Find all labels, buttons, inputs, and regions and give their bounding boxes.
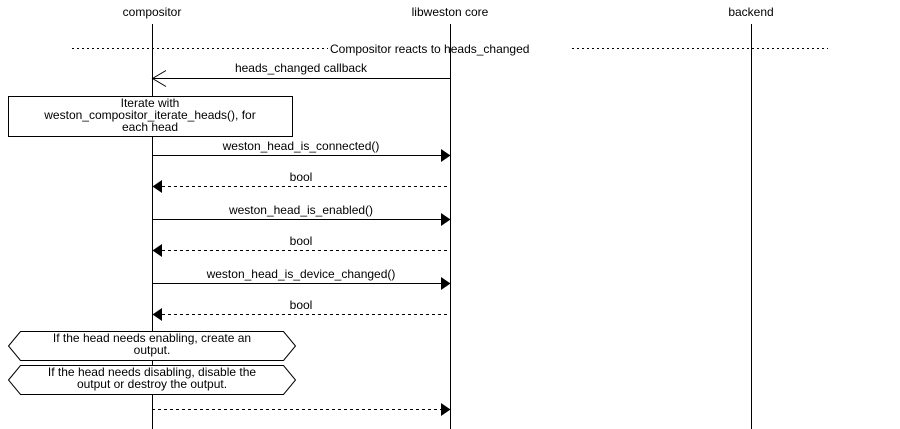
note-iterate-heads-line-1: Iterate with xyxy=(121,96,180,110)
arrowhead-icon-weston-head-is-connected xyxy=(441,149,451,162)
message-final-return xyxy=(152,403,451,416)
note-disable-head-line-1: If the head needs disabling, disable the xyxy=(48,365,256,379)
note-iterate-heads-line-3: each head xyxy=(122,120,178,134)
note-enable-head: If the head needs enabling, create an ou… xyxy=(7,331,297,361)
divider-label: Compositor reacts to heads_changed xyxy=(330,42,529,56)
arrowhead-icon-heads-changed-callback xyxy=(151,70,167,87)
note-disable-head-line-2: output or destroy the output. xyxy=(77,377,227,391)
message-weston-head-is-connected: weston_head_is_connected() xyxy=(152,139,451,162)
arrowhead-icon-bool-return-enabled xyxy=(152,244,162,257)
message-heads-changed-callback: heads_changed callback xyxy=(151,61,450,87)
divider-compositor-reacts: Compositor reacts to heads_changed xyxy=(72,42,828,56)
arrowhead-icon-final-return xyxy=(441,403,451,416)
arrowhead-icon-weston-head-is-enabled xyxy=(441,213,451,226)
note-enable-head-line-2: output. xyxy=(134,343,171,357)
message-bool-return-connected: bool xyxy=(152,170,450,193)
arrowhead-icon-weston-head-is-device-changed xyxy=(441,277,451,290)
message-label-bool-return-enabled: bool xyxy=(290,234,313,248)
lifeline-label-libweston-core: libweston core xyxy=(412,5,489,19)
note-iterate-heads: Iterate with weston_compositor_iterate_h… xyxy=(8,96,293,137)
note-enable-head-line-1: If the head needs enabling, create an xyxy=(53,331,251,345)
message-label-bool-return-connected: bool xyxy=(290,170,313,184)
lifeline-label-compositor: compositor xyxy=(123,5,182,19)
message-bool-return-device-changed: bool xyxy=(152,298,450,321)
lifeline-headers: compositor libweston core backend xyxy=(123,5,774,19)
message-label-weston-head-is-enabled: weston_head_is_enabled() xyxy=(228,203,373,217)
lifeline-lines xyxy=(152,24,752,429)
message-weston-head-is-enabled: weston_head_is_enabled() xyxy=(152,203,451,226)
note-enable-head-shape xyxy=(7,331,297,361)
lifeline-label-backend: backend xyxy=(728,5,773,19)
message-label-heads-changed-callback: heads_changed callback xyxy=(235,61,368,75)
note-iterate-heads-line-2: weston_compositor_iterate_heads(), for xyxy=(43,108,255,122)
message-bool-return-enabled: bool xyxy=(152,234,450,257)
note-disable-head: If the head needs disabling, disable the… xyxy=(7,365,297,395)
message-label-weston-head-is-device-changed: weston_head_is_device_changed() xyxy=(206,267,396,281)
arrowhead-icon-bool-return-connected xyxy=(152,180,162,193)
message-label-bool-return-device-changed: bool xyxy=(290,298,313,312)
message-label-weston-head-is-connected: weston_head_is_connected() xyxy=(222,139,380,153)
message-weston-head-is-device-changed: weston_head_is_device_changed() xyxy=(152,267,451,290)
note-disable-head-shape xyxy=(7,365,297,395)
arrowhead-icon-bool-return-device-changed xyxy=(152,308,162,321)
note-iterate-heads-box xyxy=(8,96,293,137)
